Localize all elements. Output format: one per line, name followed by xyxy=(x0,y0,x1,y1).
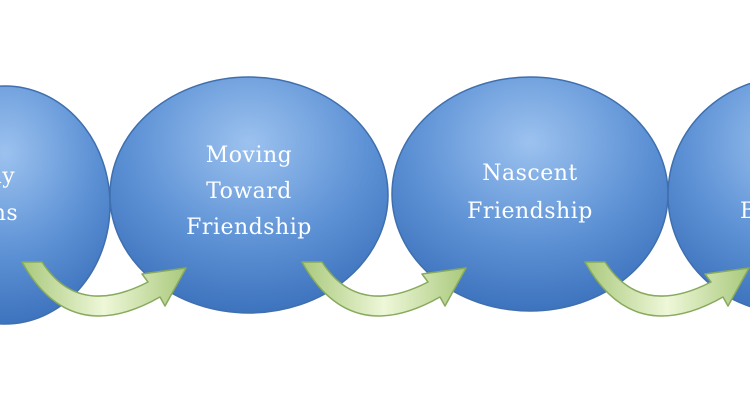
curved-arrow-icon xyxy=(584,261,750,317)
curved-arrow-icon xyxy=(301,261,467,317)
stage-4-label-line-2: B xyxy=(740,199,750,224)
stage-2-label-line-1: Moving xyxy=(206,143,293,168)
stage-circle-4: B xyxy=(667,82,750,308)
stage-2-label-line-3: Friendship xyxy=(186,215,312,240)
curved-arrow-icon xyxy=(21,261,187,317)
stage-2-label-line-2: Toward xyxy=(206,179,292,204)
stage-3-label-line-2: Friendship xyxy=(467,199,593,224)
stage-1-label-line-1: ly xyxy=(0,164,15,189)
stage-3-label-line-1: Nascent xyxy=(482,161,578,186)
stage-1-label-line-2: ns xyxy=(0,201,18,226)
stage-circle-3: Nascent Friendship xyxy=(391,76,669,312)
stage-circle-2: Moving Toward Friendship xyxy=(109,76,389,314)
